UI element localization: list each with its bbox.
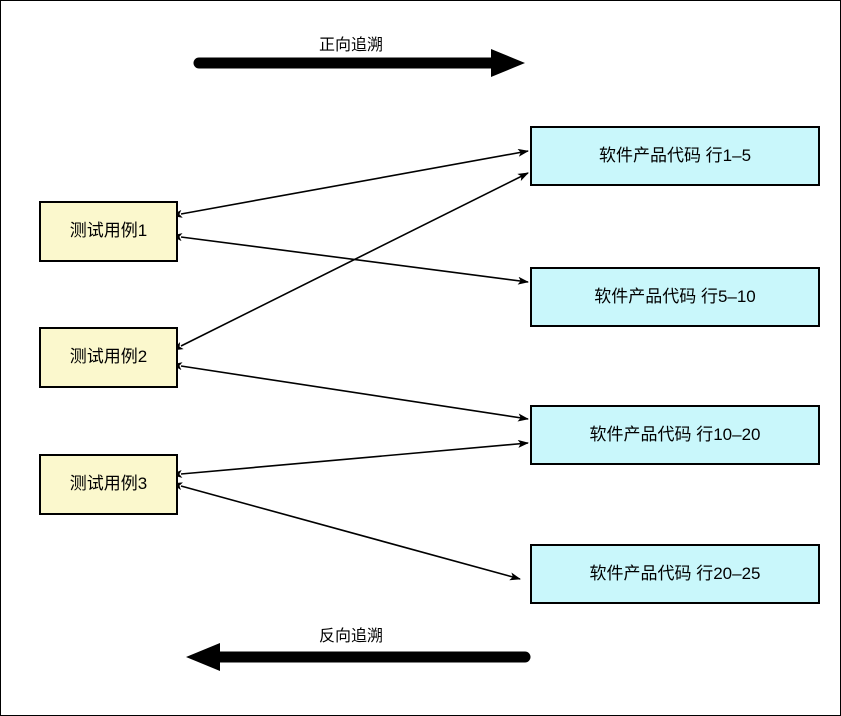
- forward-trace-label: 正向追溯: [318, 37, 383, 54]
- code-block-node-2[interactable]: 软件产品代码 行5–10: [530, 267, 820, 327]
- link-tc3-cd3: [171, 439, 529, 478]
- testcase-node-2[interactable]: 测试用例2: [39, 327, 178, 388]
- testcase-node-1[interactable]: 测试用例1: [39, 201, 178, 262]
- code-block-node-1[interactable]: 软件产品代码 行1–5: [530, 126, 820, 186]
- backward-trace-label: 反向追溯: [318, 628, 383, 645]
- link-tc2-cd1: [172, 172, 529, 351]
- code-block-node-3[interactable]: 软件产品代码 行10–20: [530, 405, 820, 465]
- link-tc3-cd4: [171, 482, 521, 581]
- testcase-node-3[interactable]: 测试用例3: [39, 454, 178, 515]
- forward-trace-arrow: [193, 49, 525, 77]
- link-tc2-cd3: [171, 362, 529, 422]
- code-block-node-4[interactable]: 软件产品代码 行20–25: [530, 544, 820, 604]
- backward-trace-arrow: [186, 643, 531, 671]
- link-tc1-cd1: [171, 148, 529, 218]
